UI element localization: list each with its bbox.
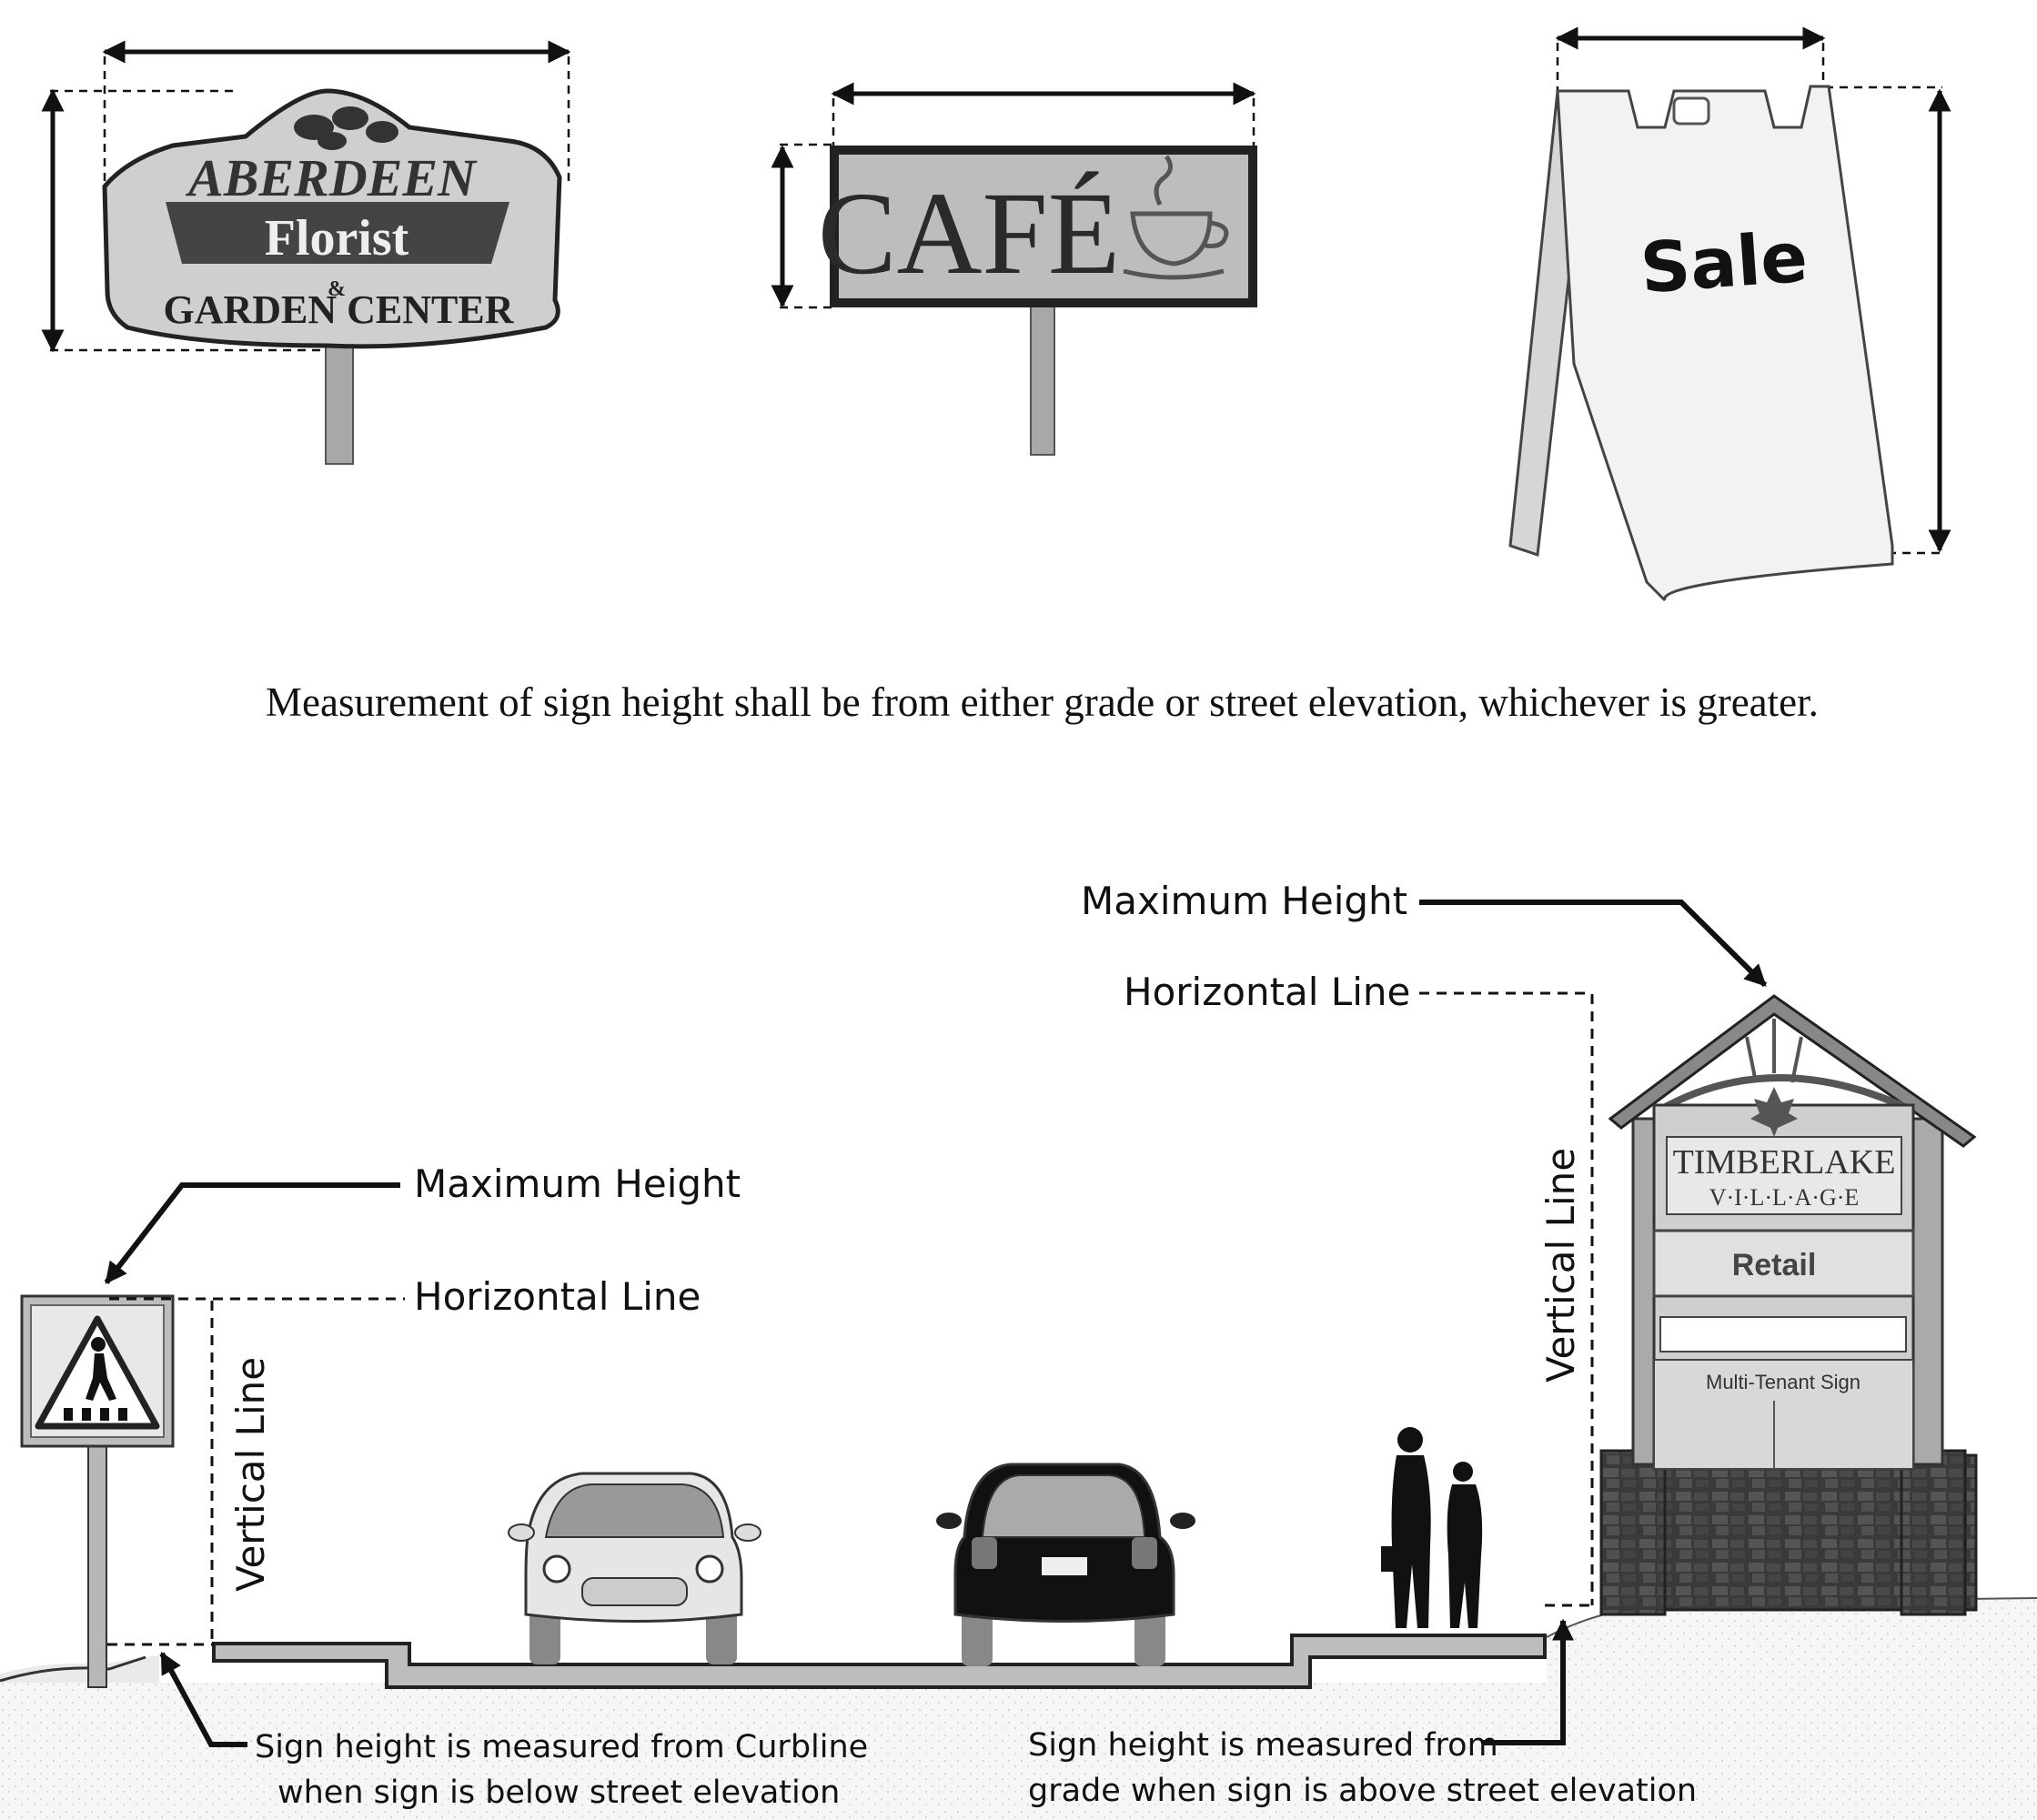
monument-panel2: Multi-Tenant Sign: [1706, 1371, 1861, 1393]
pedestrians-icon: [1381, 1427, 1483, 1628]
monument-brand-line2: V·I·L·L·A·G·E: [1709, 1184, 1860, 1211]
cafe-text: CAFÉ: [818, 168, 1120, 299]
left-vertical-line-label: Vertical Line: [228, 1357, 273, 1592]
monument-panel1: Retail: [1732, 1248, 1817, 1282]
florist-line3: GARDEN CENTER: [163, 287, 514, 332]
note-curbline-line2: when sign is below street elevation: [277, 1775, 840, 1811]
aframe-text: Sale: [1638, 216, 1810, 309]
right-vertical-line-label: Vertical Line: [1538, 1148, 1583, 1383]
left-horizontal-line-label: Horizontal Line: [414, 1274, 701, 1319]
florist-flower-icon: [294, 106, 398, 150]
cafe-sign: CAFÉ: [771, 82, 1257, 456]
pedestrian-crossing-sign: [20, 1294, 175, 1688]
florist-line2: Florist: [265, 210, 409, 266]
measurement-caption: Measurement of sign height shall be from…: [266, 679, 1819, 725]
florist-sign: ABERDEEN Florist & GARDEN CENTER: [41, 40, 571, 465]
monument-sign: TIMBERLAKE V·I·L·L·A·G·E Retail Multi-Te…: [1599, 994, 1978, 1616]
monument-brand-line1: TIMBERLAKE: [1673, 1143, 1896, 1181]
right-horizontal-line-label: Horizontal Line: [1124, 970, 1410, 1014]
note-grade-line1: Sign height is measured from: [1028, 1727, 1498, 1764]
note-grade-line2: grade when sign is above street elevatio…: [1028, 1773, 1697, 1809]
pedestrian-icon: [64, 1337, 127, 1421]
florist-amp: &: [328, 277, 346, 301]
aframe-sign: Sale: [1508, 26, 1951, 602]
car-rear-icon: [936, 1463, 1195, 1666]
car-front-icon: [508, 1472, 761, 1664]
left-max-height-label: Maximum Height: [414, 1161, 741, 1206]
note-curbline-line1: Sign height is measured from Curbline: [255, 1729, 868, 1765]
right-max-height-label: Maximum Height: [1081, 879, 1407, 923]
florist-line1: ABERDEEN: [186, 148, 478, 207]
coffee-cup-icon: [1123, 155, 1229, 280]
maple-leaf-icon: [1750, 1087, 1798, 1137]
street-diagram: TIMBERLAKE V·I·L·L·A·G·E Retail Multi-Te…: [0, 879, 2037, 1820]
